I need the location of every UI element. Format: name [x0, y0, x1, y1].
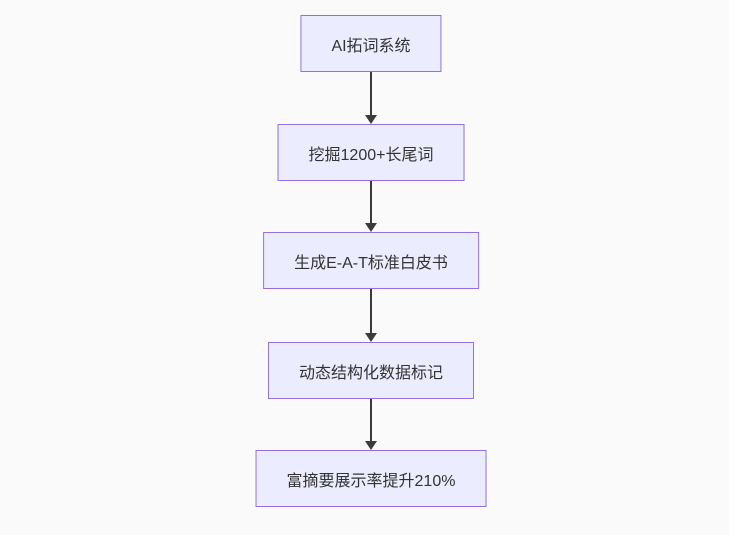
- node-label: AI拓词系统: [331, 37, 411, 55]
- arrow-line: [370, 289, 372, 333]
- arrow-down-icon: [365, 115, 377, 124]
- flowchart-node-ai-word-system: AI拓词系统: [300, 15, 442, 72]
- arrow-line: [370, 72, 372, 115]
- node-label: 挖掘1200+长尾词: [308, 146, 434, 164]
- arrow-down-icon: [365, 441, 377, 450]
- flowchart-node-rich-snippet-result: 富摘要展示率提升210%: [255, 450, 487, 507]
- arrow-line: [370, 399, 372, 441]
- flow-arrow-4: [365, 399, 377, 450]
- node-label: 生成E-A-T标准白皮书: [294, 254, 448, 272]
- flowchart-node-eat-whitepaper: 生成E-A-T标准白皮书: [263, 232, 479, 289]
- arrow-line: [370, 181, 372, 223]
- flowchart-node-longtail-mining: 挖掘1200+长尾词: [277, 124, 465, 181]
- arrow-down-icon: [365, 333, 377, 342]
- flow-arrow-1: [365, 72, 377, 124]
- arrow-down-icon: [365, 223, 377, 232]
- flow-arrow-2: [365, 181, 377, 232]
- node-label: 富摘要展示率提升210%: [286, 472, 456, 490]
- flowchart-node-structured-data: 动态结构化数据标记: [267, 342, 475, 399]
- node-label: 动态结构化数据标记: [298, 364, 444, 382]
- flow-arrow-3: [365, 289, 377, 342]
